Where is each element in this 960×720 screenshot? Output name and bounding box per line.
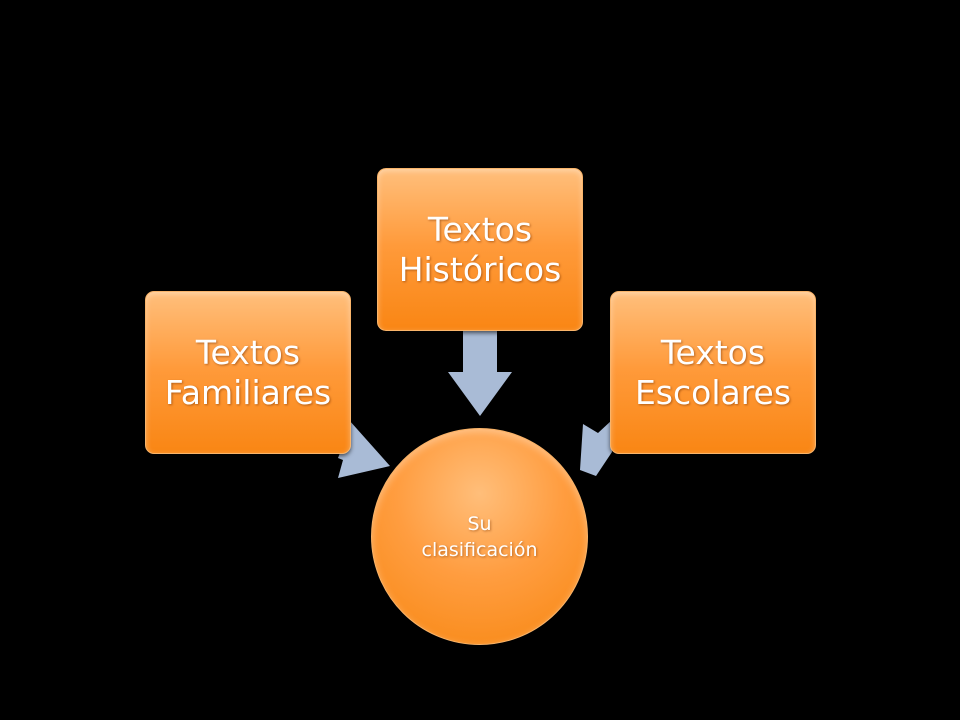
arrow-familiares-to-center xyxy=(338,420,390,478)
center-node-su-clasificacion: Su clasificación xyxy=(371,428,588,645)
center-node-label: Su clasificación xyxy=(421,512,538,561)
node-textos-escolares: Textos Escolares xyxy=(610,291,816,454)
node-textos-historicos-label: Textos Históricos xyxy=(398,209,562,289)
arrow-escolares-to-center xyxy=(580,420,612,476)
node-textos-escolares-label: Textos Escolares xyxy=(634,332,792,412)
node-textos-historicos: Textos Históricos xyxy=(377,168,583,331)
node-textos-familiares: Textos Familiares xyxy=(145,291,351,454)
arrow-historicos-to-center xyxy=(448,331,512,416)
node-textos-familiares-label: Textos Familiares xyxy=(164,332,332,412)
